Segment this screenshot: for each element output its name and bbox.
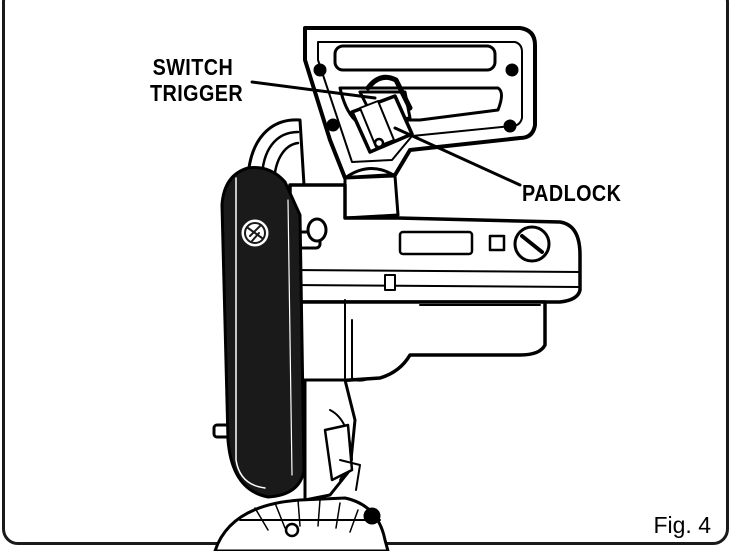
lock-pin bbox=[294, 217, 328, 250]
switch-label-line1: SWITCH bbox=[152, 54, 234, 80]
switch-trigger-leader bbox=[250, 80, 377, 100]
no-hands-warning-icon bbox=[241, 219, 269, 247]
turntable-base bbox=[213, 496, 390, 551]
motor-housing bbox=[288, 183, 582, 304]
padlock-shape bbox=[350, 74, 414, 154]
figure-number: Fig. 4 bbox=[653, 512, 711, 538]
padlock-label: PADLOCK bbox=[522, 180, 622, 206]
lower-arm bbox=[212, 378, 361, 502]
padlock-leader bbox=[393, 126, 522, 187]
gearbox bbox=[298, 299, 547, 384]
switch-trigger-label: SWITCH TRIGGER bbox=[150, 54, 243, 106]
lower-blade-guard bbox=[220, 166, 306, 499]
saw-handle bbox=[303, 26, 537, 180]
switch-label-line2: TRIGGER bbox=[150, 80, 244, 106]
